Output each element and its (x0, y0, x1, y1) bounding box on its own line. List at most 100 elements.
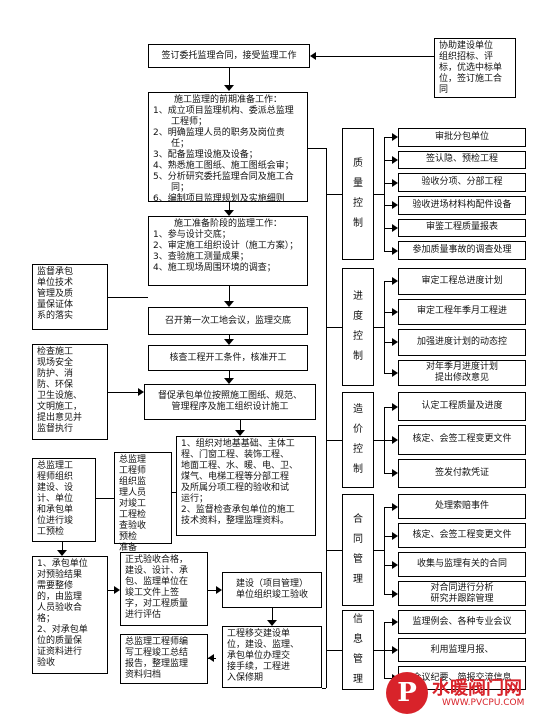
box-rectification: 1、承包单位对预验结果需要整修的，由监理人员验收合格；2、对承包单位的质量保证资… (32, 556, 108, 674)
text-line: 工程师 (119, 466, 147, 476)
text-line: 字，对工程质量 (125, 599, 189, 609)
control-item: 审定工程年季月工程进 (398, 298, 526, 325)
control-label-char: 造 (353, 404, 363, 415)
box-tender-assist: 协助建设单位组织招标、评标，优选中标单位，签订施工合同 (434, 38, 516, 98)
box-safety-check: 检查施工现场安全防护、消防、环保卫生设施、文明施工，提出意见并监督执行 (32, 344, 108, 440)
control-item-text: 审定工程总进度计划 (421, 275, 503, 286)
control-item: 对年季月进度计划提出修改意见 (398, 359, 526, 386)
text-line: 4、施工现场周围环境的调查； (153, 263, 276, 273)
text-line: 标，优选中标单 (439, 63, 503, 73)
text-line: 理人员 (119, 488, 147, 498)
text-line: 正式验收合格， (125, 555, 189, 565)
text-line: 提出意见并 (37, 413, 83, 423)
text-line: 管理程序及施工组织设计施工 (171, 402, 289, 412)
text-line: 建设、设计、承 (125, 566, 189, 576)
control-item: 处理索赔事件 (398, 494, 526, 519)
text-line: 工程师； (153, 117, 208, 127)
box-chief-organize: 总监理工程师组织建设、设计、单位和承包单位进行竣工预检 (32, 458, 96, 542)
step-preparation-list: 1、成立项目监理机构、委派总监理 工程师；2、明确监理人员的职务及岗位责 任；3… (153, 106, 303, 205)
text-line: 煤气、电梯工程等分部工程 (181, 472, 290, 482)
text-line: 防、环保 (37, 380, 74, 390)
control-label-char: 制 (353, 218, 363, 229)
control-item: 监理例会、各种专业会议 (398, 610, 526, 634)
control-item-text: 核定、会签工程变更文件 (412, 434, 512, 445)
text-line: 现场安全 (37, 358, 74, 368)
text-line: 6、编制项目监理规划及实施细则 (153, 194, 285, 204)
text-line: 3、配备监理设施及设备； (153, 150, 258, 160)
text-line: 文明施工， (37, 402, 83, 412)
text-line: 的，由监理 (37, 592, 83, 602)
text-line: 及所属分项工程的验收和试 (181, 483, 290, 493)
control-label-char: 量 (353, 178, 363, 189)
control-label-char: 理 (353, 674, 363, 685)
step-construction-prep-list: 1、参与设计交底；2、审定施工组织设计（施工方案）；3、查验施工测量成果；4、施… (153, 230, 303, 274)
text-line: 接手续，工程进 (227, 662, 291, 672)
text-line: 2、审定施工组织设计（施工方案）； (153, 241, 299, 251)
control-item-text: 参加质量事故的调查处理 (412, 245, 512, 256)
step-check-start: 核查工程开工条件，核准开工 (148, 345, 308, 371)
text-line: 程师组织 (37, 472, 74, 482)
box-quality-system: 监督承包单位技术管理及质量保证体系的落实 (32, 264, 108, 330)
step-preparation-title: 施工监理的前期准备工作： (173, 95, 282, 105)
control-label-char: 进 (353, 291, 363, 302)
text-line: 2、监督检查承包单位的施工 (181, 505, 295, 515)
control-item: 审鉴工程质量报表 (398, 218, 526, 238)
control-label-char: 管 (353, 654, 363, 665)
text-line: 和承包单 (37, 505, 74, 515)
control-label-char: 控 (353, 331, 363, 342)
control-label-char: 制 (353, 464, 363, 475)
control-item-text: 对年季月进度计划 (425, 361, 498, 372)
control-item: 核定、会签工程变更文件 (398, 523, 526, 548)
control-label-char: 控 (353, 198, 363, 209)
text-line: 资料归档 (125, 670, 162, 680)
text-line: 报告，整理监理 (125, 659, 189, 669)
control-item-text: 处理索赔事件 (434, 501, 489, 511)
control-label-char: 管 (353, 554, 363, 565)
text-line: 1、参与设计交底； (153, 230, 231, 240)
control-item-text: 验收进场材料构配件设备 (412, 199, 512, 210)
text-line: 卫生设施、 (37, 391, 83, 401)
control-label-char: 理 (353, 574, 363, 585)
control-label-char: 控 (353, 444, 363, 455)
text-line: 对预验结果 (37, 570, 83, 580)
text-line: 1、成立项目监理机构、委派总监理 (153, 106, 294, 116)
step-handover: 工程移交建设单位，建设、监理、承包单位办理交接手续，工程进入保修期 (222, 626, 322, 688)
text-line: 4、熟悉施工图纸、施工图纸会审； (153, 161, 294, 171)
text-line: 位，建设、监理、 (227, 640, 300, 650)
text-line: 组织招标、评 (439, 52, 494, 62)
watermark: P 水暖阀门网 WWW.PVCPU.COM (386, 672, 546, 714)
text-line: 督促承包单位按照施工图纸、规范、 (157, 391, 302, 401)
control-item-text: 监理例会、各种专业会议 (412, 616, 512, 627)
text-line: 预检 (119, 532, 138, 542)
text-line: 1、组织对地基基础、主体工 (181, 439, 295, 449)
control-item: 认定工程质量及进度 (398, 392, 526, 422)
text-line: 格； (37, 614, 56, 624)
control-item-text: 签发付款凭证 (434, 467, 489, 478)
text-line: 技术资料，整理监理资料。 (181, 516, 290, 526)
control-label-char: 制 (353, 351, 363, 362)
control-label-char: 信 (353, 614, 363, 625)
control-item-text: 审鉴工程质量报表 (425, 222, 498, 233)
control-item: 验收进场材料构配件设备 (398, 196, 526, 215)
text-line: 地面工程、水、暖、电、卫、 (181, 461, 299, 471)
text-line: 监督承包 (37, 267, 74, 277)
text-line: 建设（项目管理） (235, 579, 308, 589)
text-line: 1、承包单位 (37, 559, 88, 569)
text-line: 管理及质 (37, 289, 74, 299)
step-completion-acceptance: 建设（项目管理）单位组织竣工验收 (222, 572, 322, 608)
text-line: 工程移交建设单 (227, 629, 291, 639)
control-label-char: 合 (353, 514, 363, 525)
control-label: 合同管理 (342, 494, 374, 606)
control-label-char: 度 (353, 311, 363, 322)
control-item-text: 审定工程年季月工程进 (416, 306, 507, 317)
control-item-text: 签认隐、预检工程 (425, 154, 498, 165)
text-line: 组织监 (119, 477, 147, 487)
text-line: 对竣工 (119, 499, 147, 509)
control-item: 审批分包单位 (398, 128, 526, 147)
box-formal-acceptance: 正式验收合格，建设、设计、承包、监理单位在竣工文件上签字，对工程质量进行评估 (120, 552, 208, 626)
control-item: 签认隐、预检工程 (398, 150, 526, 170)
text-line: 准备 (119, 543, 138, 553)
text-line: 5、分析研究委托监理合同及施工合 (153, 172, 294, 182)
control-item: 参加质量事故的调查处理 (398, 241, 526, 260)
control-item-text: 提出修改意见 (434, 372, 489, 383)
